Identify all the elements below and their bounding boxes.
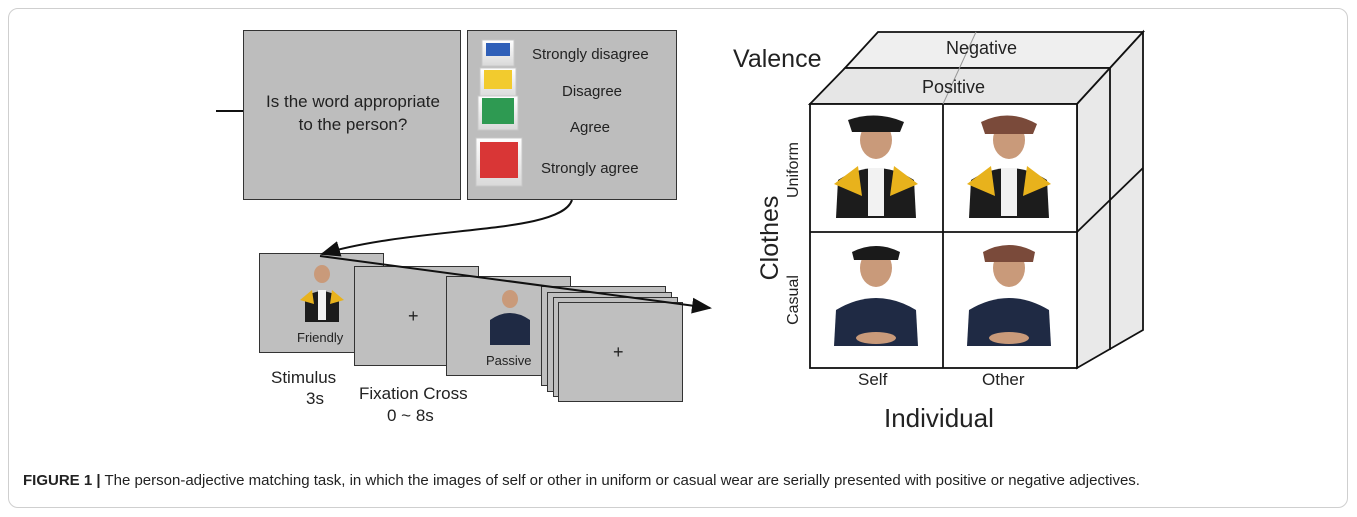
option-agree: Agree bbox=[570, 119, 611, 136]
figure-frame bbox=[8, 8, 1348, 508]
question-panel bbox=[243, 30, 461, 200]
question-line2: to the person? bbox=[298, 115, 408, 134]
sequence-arrow-curve bbox=[320, 199, 573, 257]
swatch-disagree bbox=[479, 67, 517, 99]
swatch-strongly-disagree bbox=[481, 39, 515, 67]
clothes-label: Clothes bbox=[756, 196, 784, 281]
positive-label: Positive bbox=[922, 77, 986, 97]
swatch-strongly-agree bbox=[475, 137, 523, 187]
negative-label: Negative bbox=[946, 38, 1018, 58]
uniform-label: Uniform bbox=[785, 142, 802, 198]
slide1-word: Friendly bbox=[297, 330, 344, 345]
swatch-agree bbox=[477, 95, 519, 131]
self-label: Self bbox=[858, 370, 888, 389]
valence-label: Valence bbox=[733, 45, 822, 73]
fixation-duration: 0 ~ 8s bbox=[387, 406, 434, 425]
figure-caption: FIGURE 1 | The person-adjective matching… bbox=[23, 470, 1333, 491]
stimulus-duration: 3s bbox=[306, 389, 324, 408]
fixation-cross-2: + bbox=[613, 342, 624, 362]
individual-label: Individual bbox=[884, 403, 994, 433]
slide3-word: Passive bbox=[486, 353, 532, 368]
fixation-label: Fixation Cross bbox=[359, 384, 468, 403]
slide-fixation-2 bbox=[558, 302, 683, 402]
stimulus-label: Stimulus bbox=[271, 368, 337, 387]
casual-label: Casual bbox=[785, 275, 802, 325]
cell-other-casual-person bbox=[967, 245, 1051, 346]
option-disagree: Disagree bbox=[562, 83, 623, 100]
cell-other-uniform-person bbox=[967, 115, 1051, 218]
other-label: Other bbox=[982, 370, 1025, 389]
slide3-person-casual bbox=[490, 290, 530, 345]
caption-figure-label: FIGURE 1 | bbox=[23, 472, 101, 489]
cell-self-uniform-person bbox=[834, 115, 918, 218]
option-strongly-disagree: Strongly disagree bbox=[532, 46, 649, 63]
option-strongly-agree: Strongly agree bbox=[541, 160, 639, 177]
cell-self-casual-person bbox=[834, 246, 918, 346]
caption-text: The person-adjective matching task, in w… bbox=[100, 472, 1140, 489]
slide1-person-uniform bbox=[300, 265, 344, 322]
question-line1: Is the word appropriate bbox=[266, 92, 440, 111]
fixation-cross-1: + bbox=[408, 306, 419, 326]
timeline-arrow bbox=[319, 255, 712, 314]
